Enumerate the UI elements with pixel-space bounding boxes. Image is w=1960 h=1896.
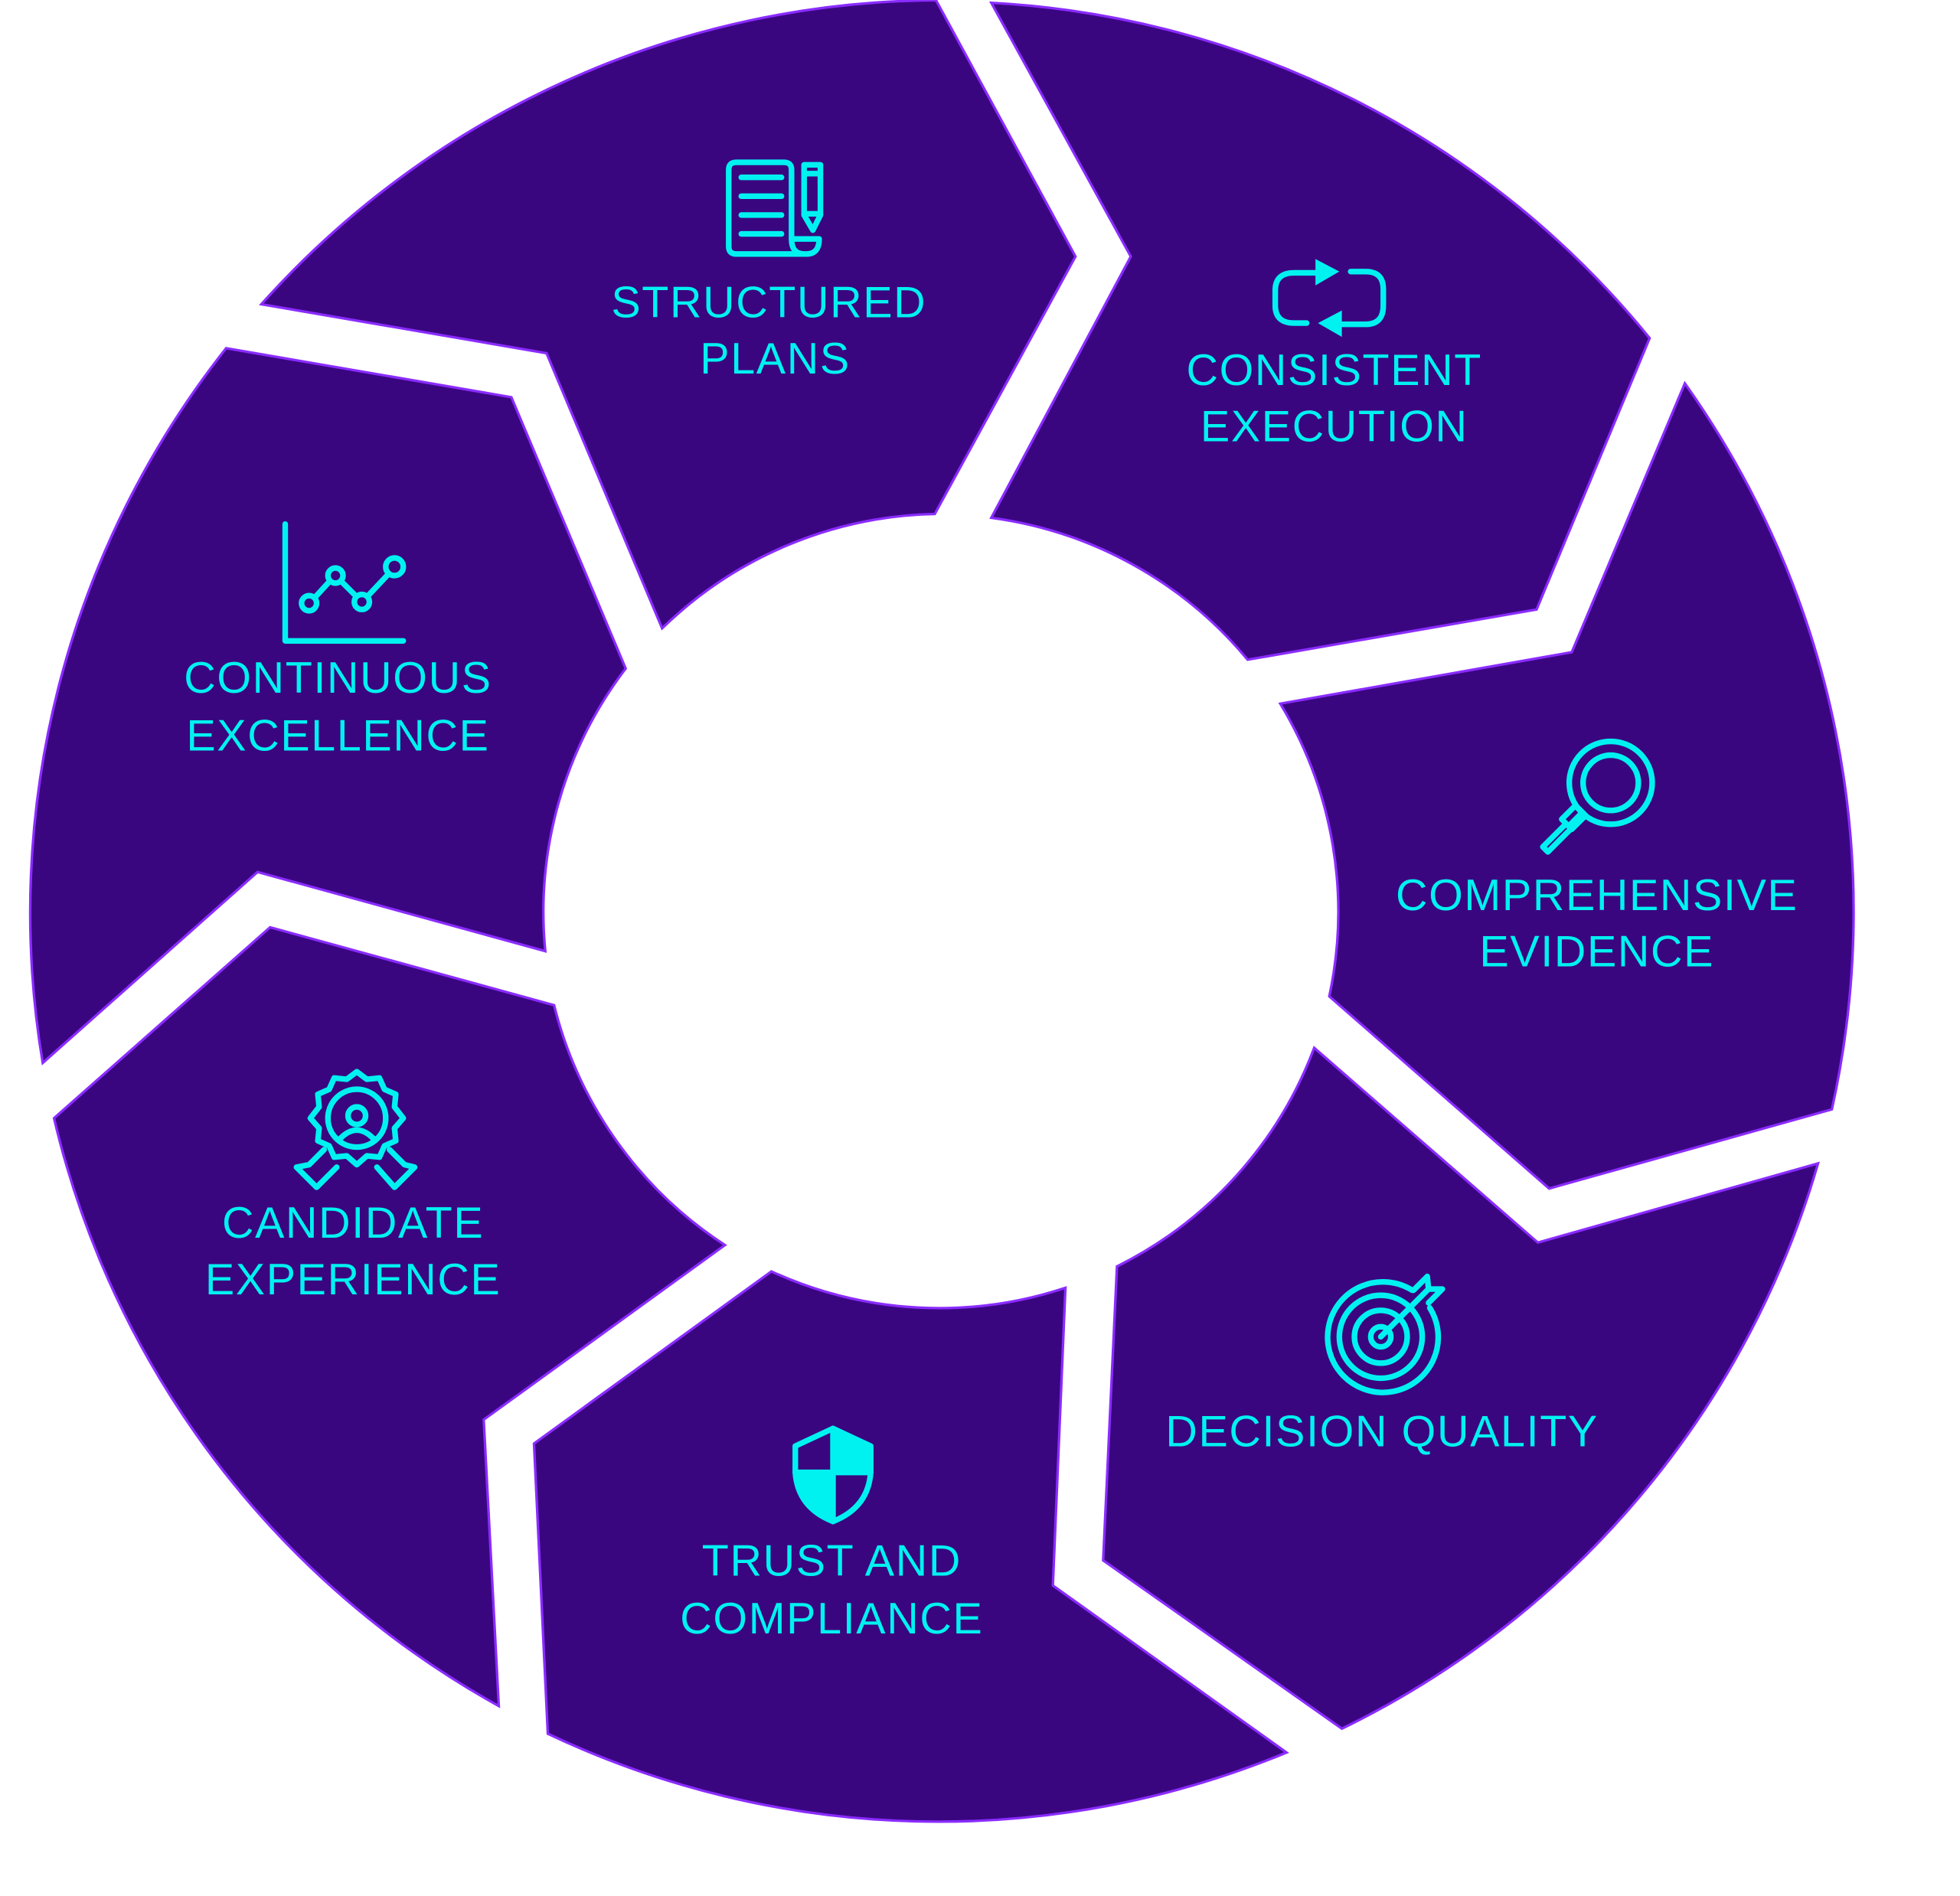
label-line2: EXECUTION [1200, 403, 1468, 452]
repeat-arrows-icon [1272, 259, 1387, 338]
segment-consistent-execution: CONSISTENT EXECUTION [988, 1, 1651, 661]
label-line2: EXPERIENCE [205, 1255, 501, 1304]
label-line1: CONSISTENT [1187, 346, 1482, 395]
target-arrow-icon [1325, 1273, 1446, 1395]
segment-structured-plans: STRUCTURED PLANS [259, 0, 1077, 631]
label-line2: COMPLIANCE [680, 1594, 983, 1643]
label-line1: COMPREHENSIVE [1396, 871, 1798, 920]
segment-decision-quality: DECISION QUALITY [1102, 1046, 1820, 1731]
document-pencil-icon [726, 159, 824, 257]
line-chart-icon [282, 521, 407, 644]
segment-candidate-experience: CANDIDATE EXPERIENCE [52, 925, 727, 1708]
segment-trust-compliance: TRUST AND COMPLIANCE [532, 1270, 1289, 1823]
label-line1: CONTINUOUS [184, 654, 492, 703]
label-line2: EVIDENCE [1479, 928, 1714, 977]
shield-icon [792, 1425, 874, 1525]
label-line1: DECISION QUALITY [1165, 1408, 1598, 1457]
magnifier-icon [1540, 738, 1655, 855]
award-badge-person-icon [293, 1069, 418, 1190]
segment-comprehensive-evidence: COMPREHENSIVE EVIDENCE [1278, 380, 1855, 1190]
label-line2: PLANS [700, 334, 851, 383]
segment-continuous-excellence: CONTINUOUS EXCELLENCE [28, 347, 628, 1065]
label-line2: EXCELLENCE [186, 711, 489, 760]
label-line1: TRUST AND [702, 1537, 962, 1586]
label-line1: STRUCTURED [611, 278, 926, 327]
label-line1: CANDIDATE [222, 1199, 484, 1248]
